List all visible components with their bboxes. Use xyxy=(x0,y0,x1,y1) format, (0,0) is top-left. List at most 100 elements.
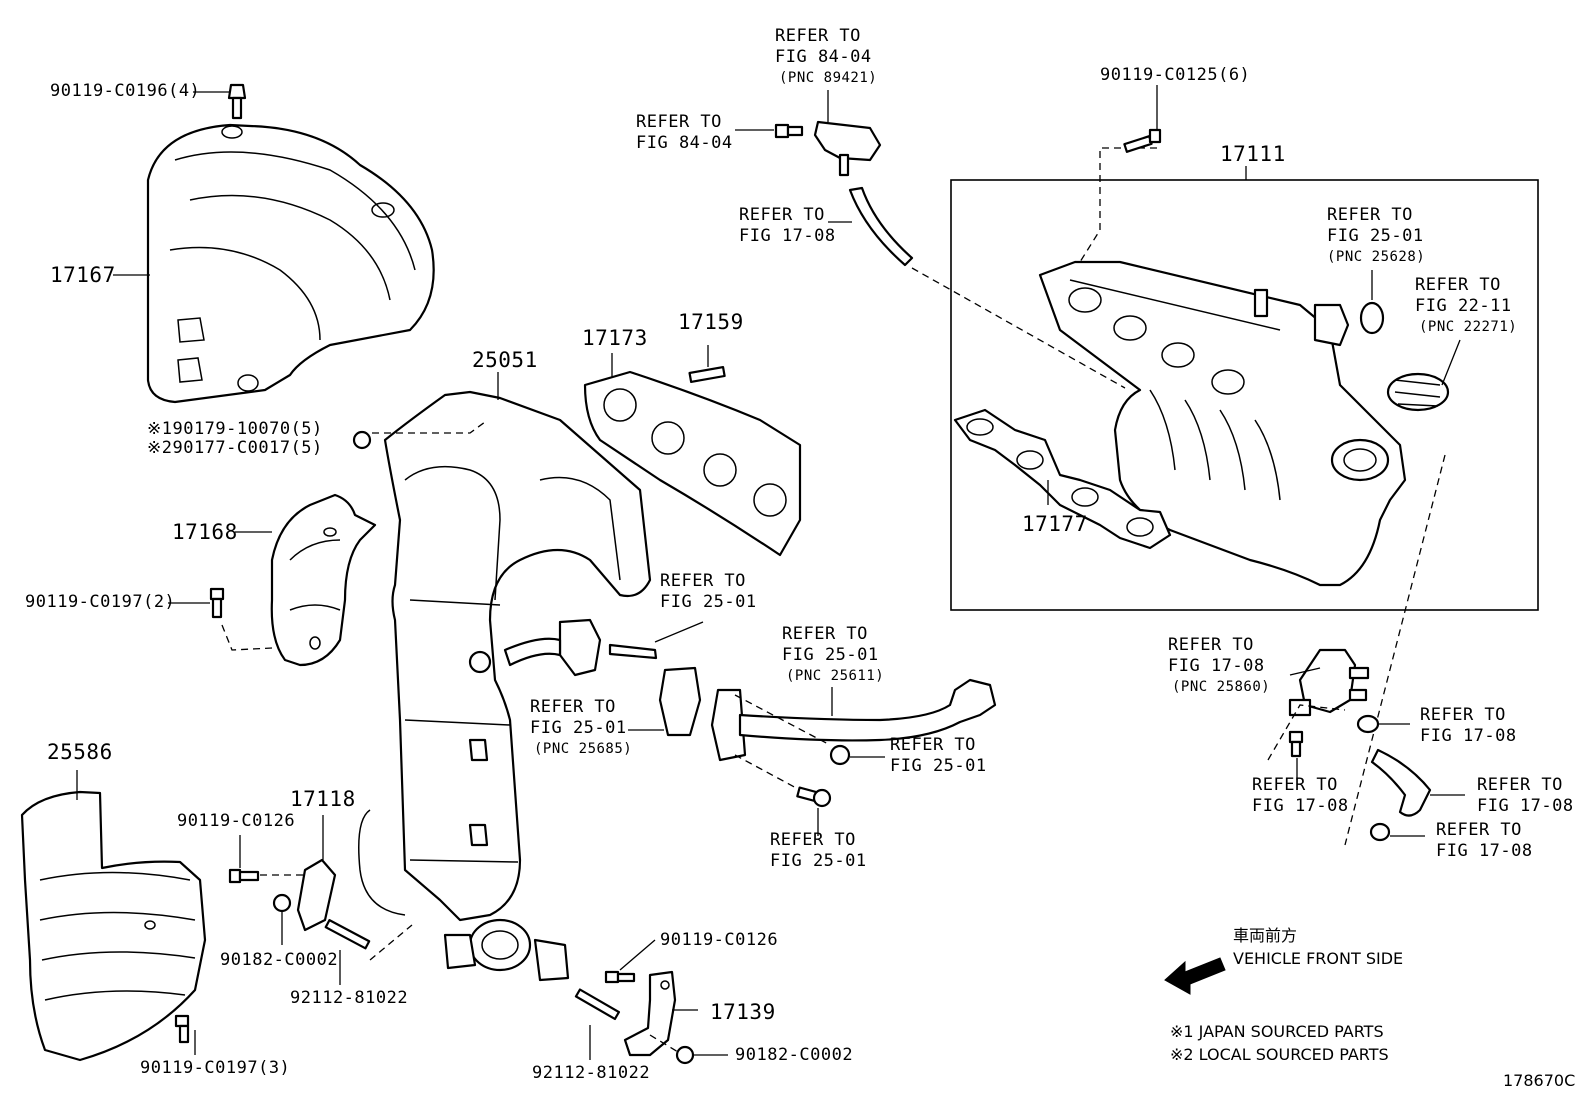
bolt-c0126-b xyxy=(604,970,636,984)
label-refer-to: REFER TO xyxy=(1477,775,1563,795)
hose-clip-a xyxy=(1356,714,1380,734)
bolt-egr xyxy=(796,786,832,808)
bracket-17118 xyxy=(296,858,337,932)
label-pnc-25685: (PNC 25685) xyxy=(534,741,633,757)
label-bolt-c0126: 90119-C0126 xyxy=(177,811,296,831)
label-refer-to: REFER TO xyxy=(660,571,746,591)
vacuum-hose xyxy=(1370,748,1432,817)
exhaust-manifold-heat-insulator xyxy=(146,123,435,404)
label-17173: 17173 xyxy=(582,326,648,350)
exhaust-manifold-converter xyxy=(358,390,652,982)
nut-c0002-a xyxy=(272,893,292,913)
label-bolt-c0197-3: 90119-C0197(3) xyxy=(140,1058,291,1078)
stud-17159 xyxy=(688,366,726,383)
nut-90179 xyxy=(352,430,372,450)
label-fig-17-08: FIG 17-08 xyxy=(1252,796,1349,816)
label-bolt-c0196: 90119-C0196(4) xyxy=(50,81,201,101)
nut-egr xyxy=(829,744,851,766)
note-japan-sourced: ※1 JAPAN SOURCED PARTS xyxy=(1170,1022,1384,1041)
label-25586: 25586 xyxy=(47,740,113,764)
label-17118: 17118 xyxy=(290,787,356,811)
bolt-c0197-b xyxy=(174,1014,190,1044)
intake-manifold xyxy=(1038,260,1407,587)
vehicle-front-arrow xyxy=(1164,957,1226,995)
label-17177: 17177 xyxy=(1022,512,1088,536)
label-stud-81022: 92112-81022 xyxy=(532,1063,651,1083)
bolt-sensor xyxy=(774,123,804,139)
label-nut-c0002: 90182-C0002 xyxy=(220,950,339,970)
label-refer-to: REFER TO xyxy=(775,26,861,46)
label-refer-to: REFER TO xyxy=(770,830,856,850)
egr-pipe xyxy=(503,618,997,762)
nut-c0002-b xyxy=(675,1045,695,1065)
exhaust-manifold-gasket xyxy=(583,370,802,557)
label-nut-90179: ※190179-10070(5) xyxy=(147,419,323,439)
label-fig-25-01: FIG 25-01 xyxy=(782,645,879,665)
label-17168: 17168 xyxy=(172,520,238,544)
label-refer-to: REFER TO xyxy=(782,624,868,644)
label-17139: 17139 xyxy=(710,1000,776,1024)
label-pnc-89421: (PNC 89421) xyxy=(779,70,878,86)
label-bolt-c0197-2: 90119-C0197(2) xyxy=(25,592,176,612)
label-fig-84-04: FIG 84-04 xyxy=(636,133,733,153)
manifold-converter-insulator xyxy=(270,493,377,667)
label-refer-to: REFER TO xyxy=(1168,635,1254,655)
figure-id: 178670C xyxy=(1503,1071,1576,1090)
throttle-gasket xyxy=(1386,372,1450,412)
vehicle-front-label-jp: 車両前方 xyxy=(1233,926,1298,945)
note-local-sourced: ※2 LOCAL SOURCED PARTS xyxy=(1170,1045,1389,1064)
label-fig-17-08: FIG 17-08 xyxy=(1436,841,1533,861)
label-nut-c0002: 90182-C0002 xyxy=(735,1045,854,1065)
label-pnc-25628: (PNC 25628) xyxy=(1327,249,1426,265)
label-17159: 17159 xyxy=(678,310,744,334)
label-pnc-25860: (PNC 25860) xyxy=(1172,679,1271,695)
bolt-c0125 xyxy=(1123,128,1162,153)
label-fig-84-04: FIG 84-04 xyxy=(775,47,872,67)
label-refer-to: REFER TO xyxy=(530,697,616,717)
air-fuel-sensor xyxy=(813,120,882,177)
stud-81022-a xyxy=(324,919,371,950)
label-fig-17-08: FIG 17-08 xyxy=(1420,726,1517,746)
label-stud-81022: 92112-81022 xyxy=(290,988,409,1008)
label-fig-17-08: FIG 17-08 xyxy=(739,226,836,246)
intake-manifold-gasket xyxy=(953,408,1172,550)
bolt-vsv xyxy=(1288,730,1304,758)
label-fig-17-08: FIG 17-08 xyxy=(1168,656,1265,676)
o-ring xyxy=(1359,301,1385,335)
label-nut-90177: ※290177-C0017(5) xyxy=(147,438,323,458)
label-refer-to: REFER TO xyxy=(1327,205,1413,225)
label-fig-17-08: FIG 17-08 xyxy=(1477,796,1574,816)
stud-81022-b xyxy=(574,988,621,1021)
label-refer-to: REFER TO xyxy=(1252,775,1338,795)
label-refer-to: REFER TO xyxy=(739,205,825,225)
bolt-c0197-a xyxy=(209,587,225,619)
bracket-17139 xyxy=(623,970,677,1057)
label-refer-to: REFER TO xyxy=(890,735,976,755)
label-bolt-c0126: 90119-C0126 xyxy=(660,930,779,950)
label-25051: 25051 xyxy=(472,348,538,372)
bolt-c0196 xyxy=(227,83,247,120)
label-fig-25-01: FIG 25-01 xyxy=(660,592,757,612)
vehicle-front-label: VEHICLE FRONT SIDE xyxy=(1233,949,1404,968)
label-pnc-22271: (PNC 22271) xyxy=(1419,319,1518,335)
label-fig-22-11: FIG 22-11 xyxy=(1415,296,1512,316)
label-fig-25-01: FIG 25-01 xyxy=(530,718,627,738)
label-refer-to: REFER TO xyxy=(1420,705,1506,725)
intake-manifold-group-box xyxy=(950,179,1539,611)
bolt-c0126-a xyxy=(228,868,260,884)
label-refer-to: REFER TO xyxy=(1415,275,1501,295)
label-17111: 17111 xyxy=(1220,142,1286,166)
vacuum-switching-valve xyxy=(1288,648,1370,717)
label-refer-to: REFER TO xyxy=(1436,820,1522,840)
label-pnc-25611: (PNC 25611) xyxy=(786,668,885,684)
label-refer-to: REFER TO xyxy=(636,112,722,132)
hose-clip-b xyxy=(1369,822,1391,842)
label-fig-25-01: FIG 25-01 xyxy=(890,756,987,776)
label-bolt-c0125: 90119-C0125(6) xyxy=(1100,65,1251,85)
label-17167: 17167 xyxy=(50,263,116,287)
label-fig-25-01: FIG 25-01 xyxy=(770,851,867,871)
label-fig-25-01: FIG 25-01 xyxy=(1327,226,1424,246)
exhaust-pipe-insulator xyxy=(20,790,207,1062)
